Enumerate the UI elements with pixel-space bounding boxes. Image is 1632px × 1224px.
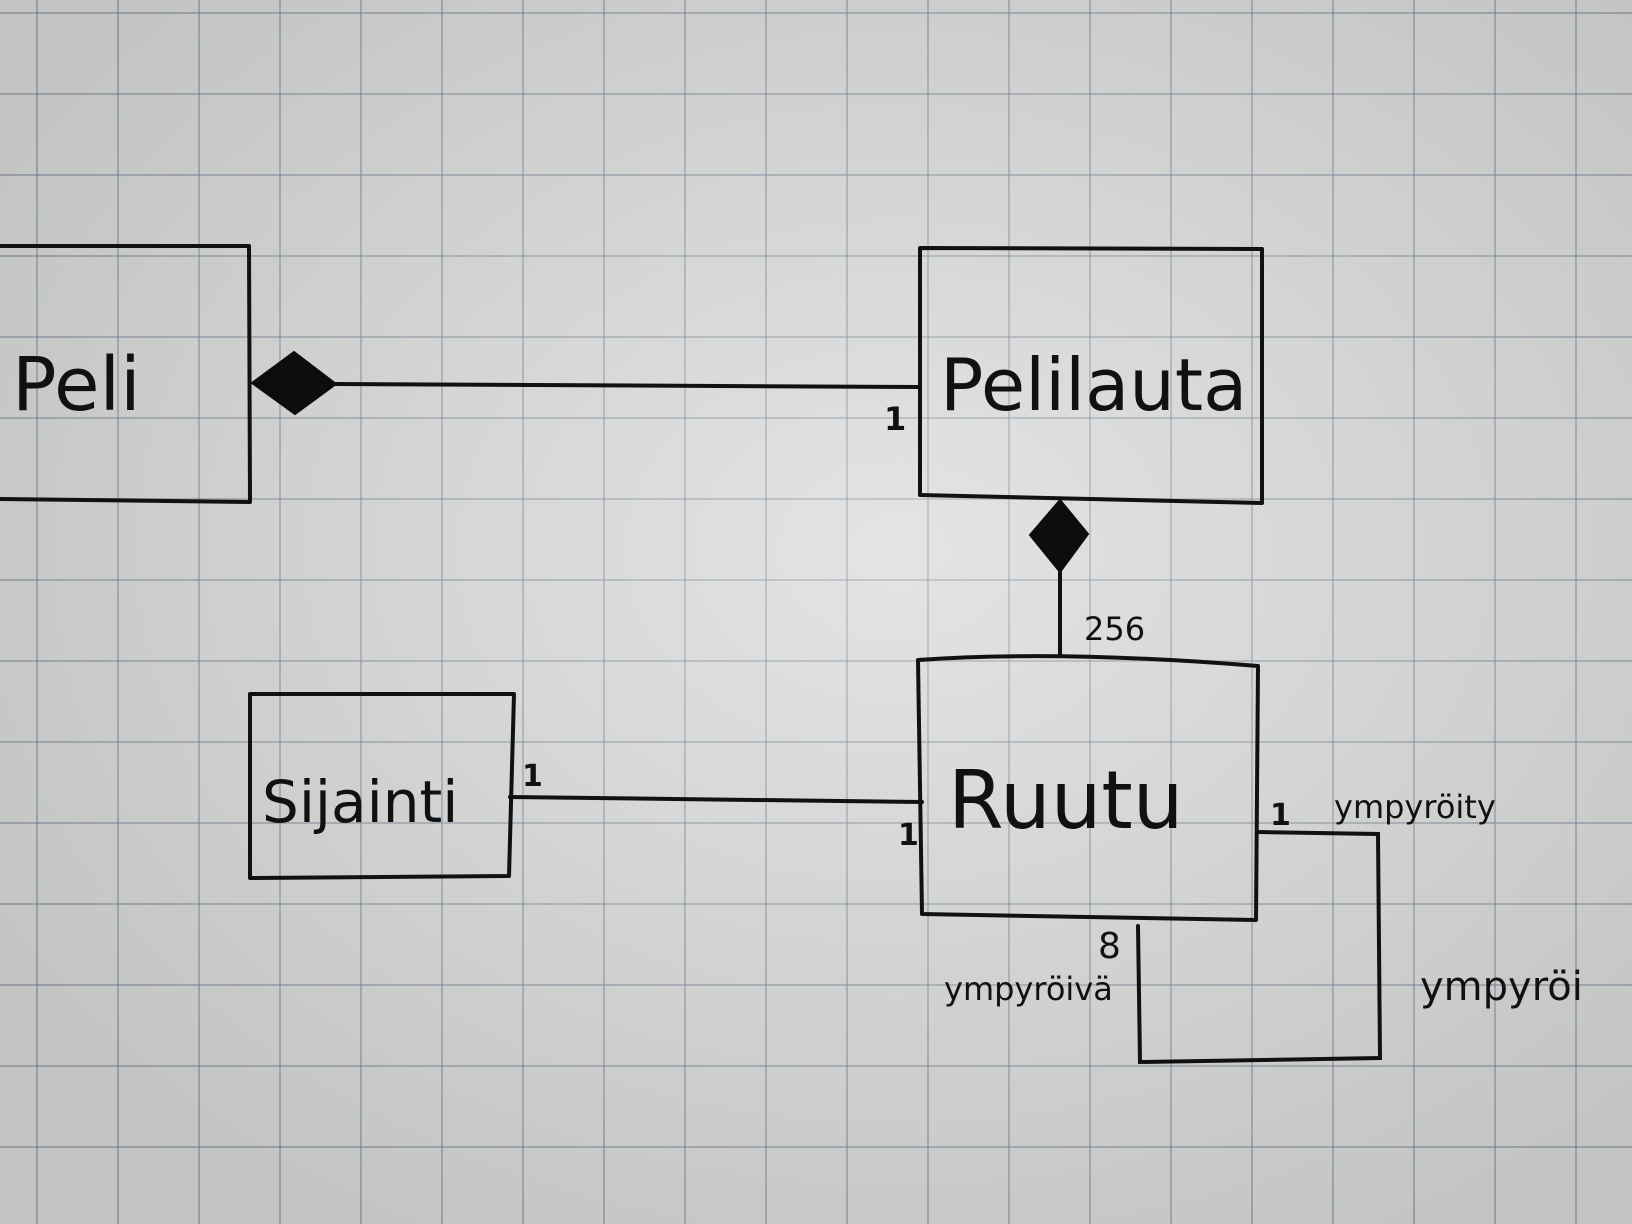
association-line-sijainti-ruutu: [508, 795, 924, 804]
multiplicity-ruutu-256: 256: [1084, 610, 1145, 648]
association-pelilauta-ruutu: 256: [1028, 498, 1145, 658]
class-ruutu-label: Ruutu: [948, 754, 1183, 847]
class-pelilauta-box: [918, 246, 1264, 505]
role-label-ympyroi: ympyröi: [1420, 964, 1583, 1010]
association-sijainti-ruutu: 1 1: [508, 759, 924, 853]
class-sijainti[interactable]: Sijainti: [248, 692, 516, 880]
multiplicity-self-bottom: 8: [1098, 926, 1121, 967]
class-peli[interactable]: Peli: [0, 244, 252, 504]
association-line-peli-pelilauta: [334, 382, 922, 389]
class-pelilauta-label: Pelilauta: [940, 343, 1247, 427]
class-ruutu[interactable]: Ruutu: [916, 654, 1260, 922]
multiplicity-ruutu: 1: [898, 818, 919, 853]
multiplicity-pelilauta: 1: [884, 400, 906, 438]
association-peli-pelilauta: 1: [250, 350, 922, 438]
composition-diamond-peli: [250, 350, 338, 416]
association-ruutu-self: 1 ympyröity 8 ympyröivä ympyröi: [944, 788, 1583, 1065]
role-label-ympyroiva: ympyröivä: [944, 970, 1113, 1008]
association-line-ruutu-self: [1136, 830, 1383, 1065]
multiplicity-sijainti: 1: [522, 759, 543, 794]
class-ruutu-box: [916, 654, 1260, 922]
class-sijainti-box: [248, 692, 516, 880]
class-pelilauta[interactable]: Pelilauta: [918, 246, 1264, 505]
class-peli-label: Peli: [12, 342, 141, 428]
class-peli-box: [0, 244, 252, 504]
role-label-ympyroity: ympyröity: [1334, 788, 1496, 826]
multiplicity-self-top: 1: [1270, 798, 1291, 833]
class-sijainti-label: Sijainti: [262, 768, 458, 836]
composition-diamond-pelilauta: [1028, 498, 1090, 574]
